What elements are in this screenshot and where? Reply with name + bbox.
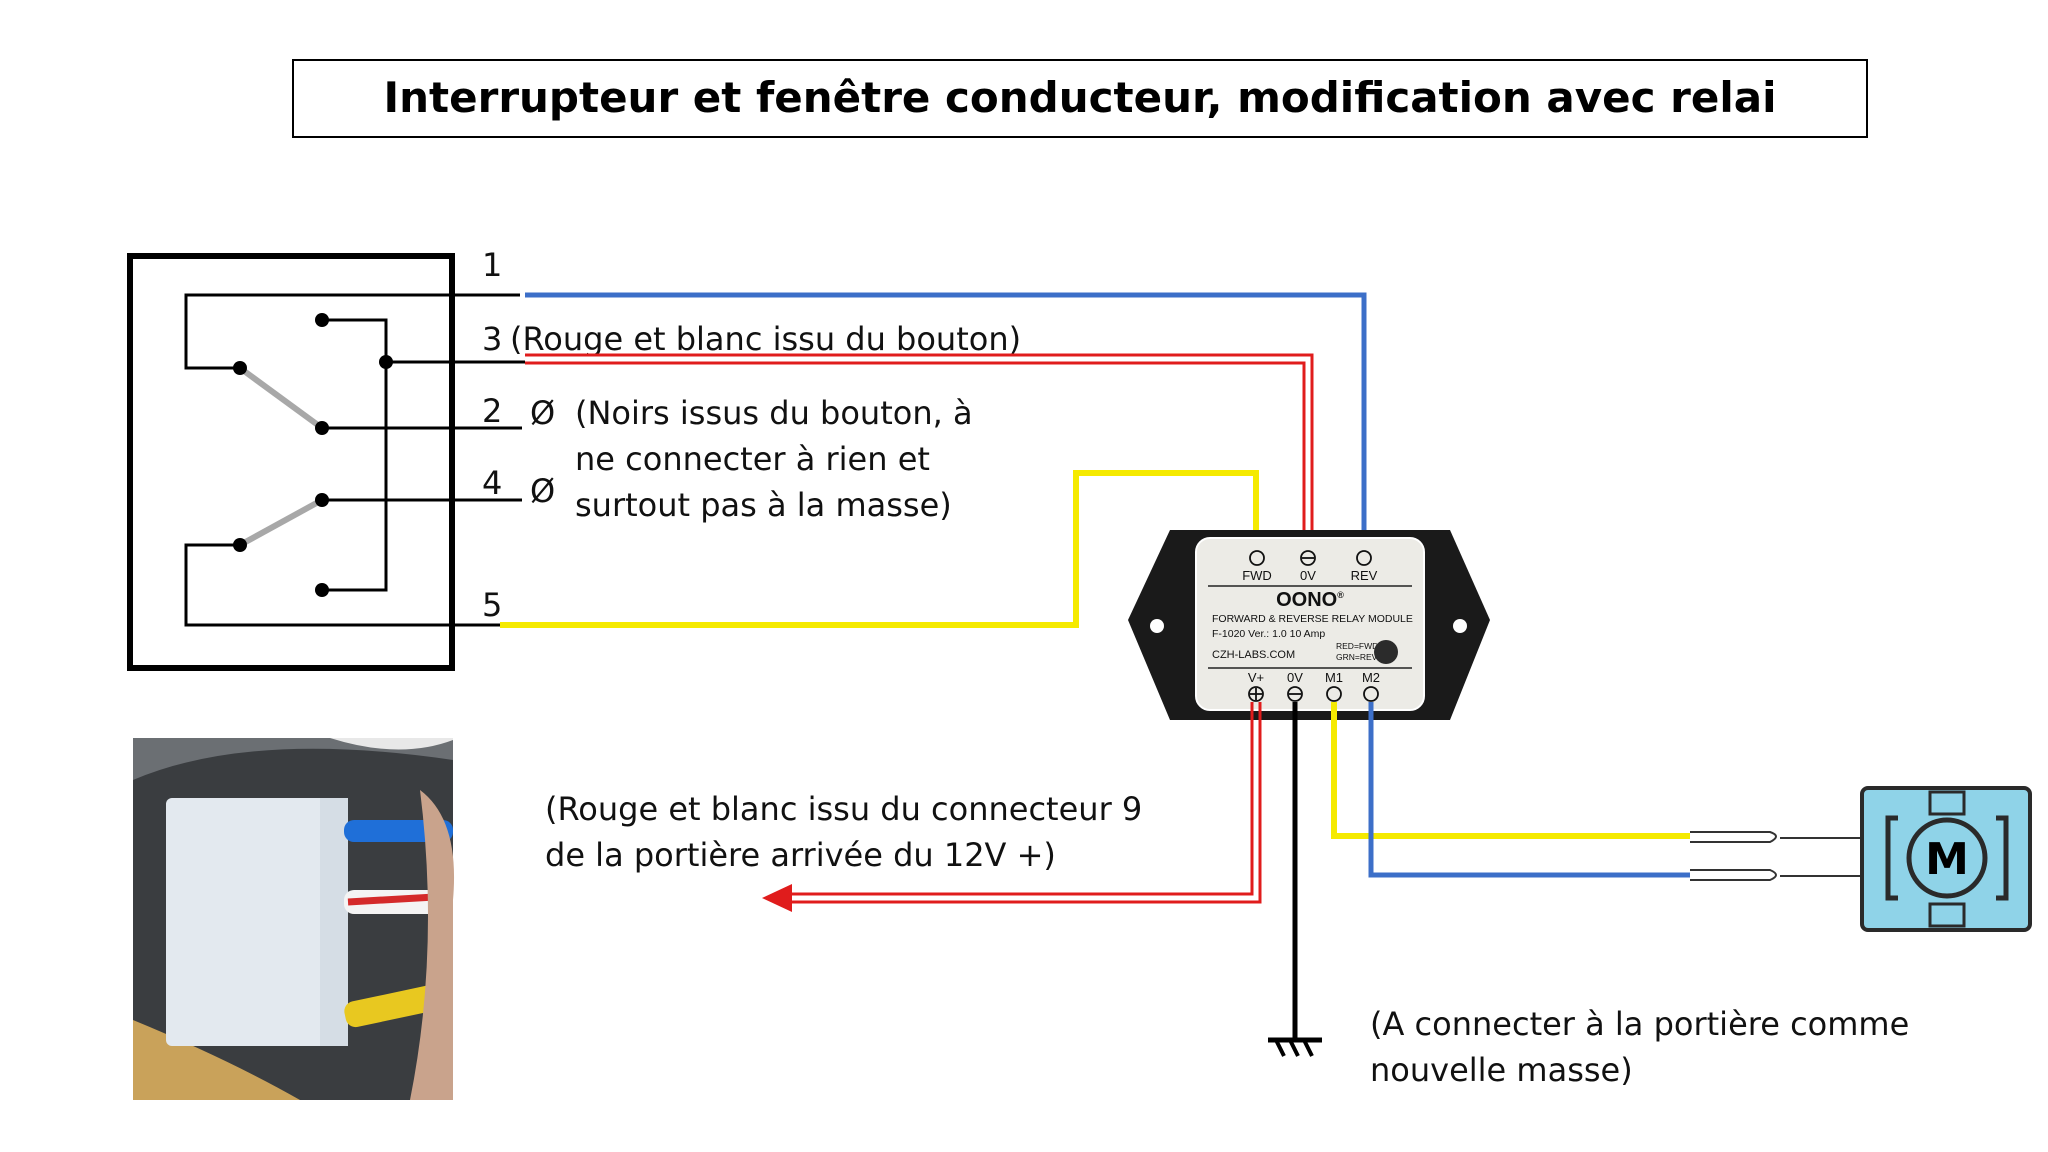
blue-wire-pin1-rev [525, 292, 1367, 556]
switch-common-bus [322, 318, 388, 592]
switch-link-upper [184, 293, 520, 370]
bottom-pin-m1: M1 [1325, 670, 1343, 685]
switch-contact [233, 361, 247, 375]
relay-brand: OONO® [1276, 589, 1344, 611]
pin-label-3: 3 [482, 320, 502, 358]
top-pin-0v: 0V [1300, 568, 1316, 583]
relay-label-plate [1195, 537, 1425, 711]
led-label-green: GRN=REV [1336, 652, 1378, 662]
relay-desc-line2: F-1020 Ver.: 1.0 10 Amp [1212, 628, 1325, 640]
title-box [292, 59, 1868, 138]
pin-label-1: 1 [482, 246, 502, 284]
mount-hole-right [1453, 619, 1467, 633]
mount-hole-left [1150, 619, 1164, 633]
terminal-vplus [1248, 686, 1264, 702]
status-led [1374, 640, 1398, 664]
brand-mark: ® [1337, 590, 1344, 600]
black-wires-note: (Noirs issus du bouton, à ne connecter à… [575, 394, 983, 524]
connector-photo [133, 738, 455, 1100]
terminal-0v-top [1300, 550, 1316, 566]
power-note: (Rouge et blanc issu du connecteur 9 de … [545, 790, 1152, 874]
top-pin-rev: REV [1351, 568, 1378, 583]
relay-desc-line1: FORWARD & REVERSE RELAY MODULE [1212, 613, 1413, 625]
yellow-wire-pin5-fwd [500, 470, 1259, 628]
switch-contact [379, 355, 393, 369]
yellow-wire-m1-motor [1331, 702, 1690, 839]
ground-note: (A connecter à la portière comme nouvell… [1370, 1005, 1919, 1089]
pin-label-2: 2 [482, 392, 502, 430]
power-note-line1: (Rouge et blanc issu du connecteur 9 [545, 790, 1142, 828]
terminal-m1 [1326, 686, 1342, 702]
red-wire-power [788, 702, 1254, 896]
bottom-pin-vplus: V+ [1248, 670, 1264, 685]
switch-frame [127, 253, 455, 671]
switch-lever-lower [238, 497, 324, 548]
bottom-pin-0v: 0V [1287, 670, 1303, 685]
terminal-0v-bottom [1287, 686, 1303, 702]
red-wire-pin3-0v [525, 353, 1314, 556]
switch-contact [233, 538, 247, 552]
pin-label-4: 4 [482, 464, 502, 502]
terminal-fwd [1249, 550, 1265, 566]
motor-connector [1690, 831, 1868, 881]
switch-contact [315, 493, 329, 507]
terminal-m2 [1363, 686, 1379, 702]
empty-symbol-2: Ø [530, 394, 555, 432]
switch-contact [315, 583, 329, 597]
page-title: Interrupteur et fenêtre conducteur, modi… [384, 73, 1777, 122]
red-wire-power [788, 702, 1262, 904]
switch-contact [315, 313, 329, 327]
pin3-note: (Rouge et blanc issu du bouton) [510, 320, 1021, 358]
power-note-line2: de la portière arrivée du 12V +) [545, 836, 1056, 874]
terminal-rev [1356, 550, 1372, 566]
empty-symbol-4: Ø [530, 472, 555, 510]
ground-note-line1: (A connecter à la portière comme [1370, 1005, 1909, 1043]
red-wire-pin3-0v [525, 361, 1306, 556]
top-pin-fwd: FWD [1242, 568, 1272, 583]
ground-note-line2: nouvelle masse) [1370, 1051, 1633, 1089]
motor-symbol-circle [1906, 817, 1988, 899]
motor-symbol: M [1925, 834, 1969, 885]
ground-icon [1268, 1037, 1322, 1057]
switch-link-lower [184, 543, 500, 627]
blue-wire-m2-motor [1368, 702, 1690, 878]
power-arrow-icon [762, 884, 792, 912]
brand-name: OONO [1276, 589, 1337, 611]
relay-module: FWD 0V REV OONO® FORWARD & REVERSE RELAY… [1128, 530, 1490, 720]
pin-label-5: 5 [482, 586, 502, 624]
black-note-line1: (Noirs issus du bouton, à [575, 394, 973, 432]
black-note-line3: surtout pas à la masse) [575, 486, 952, 524]
led-label-red: RED=FWD [1336, 641, 1378, 651]
window-switch [127, 253, 525, 671]
black-note-line2: ne connecter à rien et [575, 440, 930, 478]
bottom-pin-m2: M2 [1362, 670, 1380, 685]
motor: M [1860, 786, 2032, 932]
photo-connector-block [166, 798, 348, 1046]
switch-contact [315, 421, 329, 435]
switch-lever-upper [238, 365, 324, 431]
relay-desc-line3: CZH-LABS.COM [1212, 649, 1295, 661]
